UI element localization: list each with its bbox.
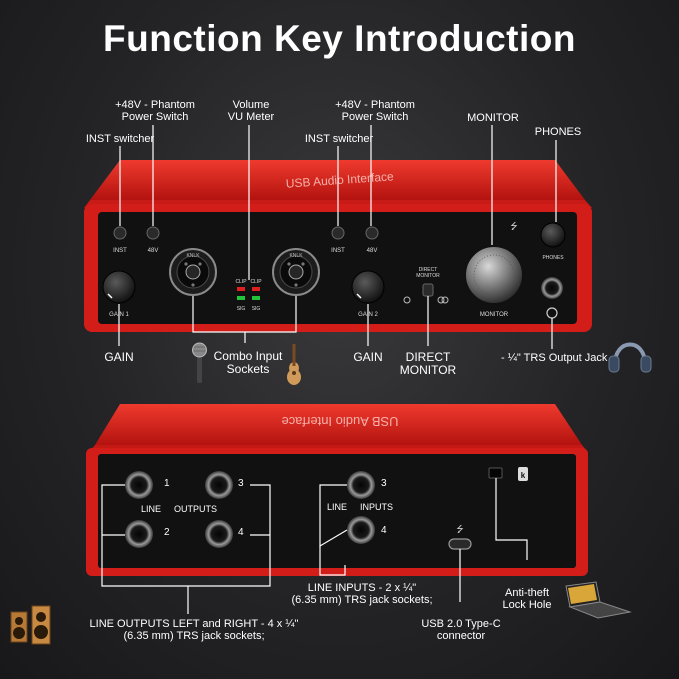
gain-knob-1 <box>102 270 136 304</box>
clip-led-2 <box>252 287 260 291</box>
lock-icon: k <box>518 467 528 481</box>
usb-port-icon: ⭍ <box>456 524 464 534</box>
callout-inst-switcher-2: INST switcher <box>304 133 374 145</box>
line-inputs-panel-1: LINE <box>327 502 347 512</box>
monitor-knob <box>464 245 524 305</box>
microphone-icon <box>192 342 207 383</box>
inst-button-2 <box>331 226 345 240</box>
lock-hole <box>488 467 503 479</box>
clip-label-1: CLIP <box>235 279 247 285</box>
phones-knob <box>540 222 566 248</box>
direct-monitor-button <box>422 283 434 297</box>
laptop-icon <box>565 581 632 619</box>
v48-label-1: 48V <box>148 248 159 254</box>
bottom-callout-lines <box>101 478 528 614</box>
combo-knk-1: KNLK <box>186 253 200 259</box>
callout-gain-2: GAIN <box>353 350 383 364</box>
direct-monitor-panel-label-1: DIRECT <box>419 267 438 273</box>
combo-knk-2: KNLK <box>289 253 303 259</box>
output-jack-4 <box>205 520 233 548</box>
headphones-icon <box>608 342 652 373</box>
monitor-panel-label: MONITOR <box>480 312 509 318</box>
direct-monitor-panel-label-2: MONITOR <box>416 273 440 279</box>
output-num-3: 3 <box>238 478 244 489</box>
callout-phantom-2: +48V - Phantom Power Switch <box>335 99 415 123</box>
callout-phantom-1: +48V - Phantom Power Switch <box>115 99 195 123</box>
usb-symbol-icon: ⭍ <box>510 221 518 231</box>
output-num-2: 2 <box>164 527 170 538</box>
inst-label-2: INST <box>331 248 345 254</box>
callout-combo-input: Combo Input Sockets <box>213 349 283 376</box>
output-jack-3 <box>205 471 233 499</box>
v48-button-1 <box>146 226 160 240</box>
bottom-interface-device: USB Audio Interface 1 2 3 4 LINE OUTPUTS… <box>86 404 588 576</box>
svg-text:k: k <box>521 471 526 480</box>
sig-led-2 <box>252 296 260 300</box>
v48-label-2: 48V <box>367 248 378 254</box>
sig-label-1: SIG <box>237 306 246 312</box>
top-interface-device: USB Audio Interface INST 48V INST 48V GA… <box>84 160 592 332</box>
v48-button-2 <box>365 226 379 240</box>
speakers-icon <box>10 605 51 645</box>
inst-label-1: INST <box>113 248 127 254</box>
output-jack-2 <box>125 520 153 548</box>
input-num-3: 3 <box>381 478 387 489</box>
combo-socket-1: KNLK <box>169 248 217 296</box>
input-jack-3 <box>347 471 375 499</box>
phones-jack <box>541 277 563 299</box>
clip-label-2: CLIP <box>250 279 262 285</box>
top-callout-lines <box>118 125 557 349</box>
guitar-icon <box>287 344 301 385</box>
callout-usb: USB 2.0 Type-C connector <box>421 618 501 642</box>
callout-anti-theft: Anti-theft Lock Hole <box>502 587 552 611</box>
output-num-1: 1 <box>164 478 170 489</box>
clip-led-1 <box>237 287 245 291</box>
usb-c-port <box>448 538 472 550</box>
inst-button-1 <box>113 226 127 240</box>
callout-direct-monitor: DIRECT MONITOR <box>399 350 457 377</box>
callout-monitor: MONITOR <box>467 112 519 124</box>
bottom-device-lid <box>95 404 582 445</box>
callout-trs-output: - ¼" TRS Output Jack <box>501 352 608 364</box>
output-num-4: 4 <box>238 527 244 538</box>
line-outputs-panel-1: LINE <box>141 504 161 514</box>
top-front-panel <box>98 212 577 324</box>
input-num-4: 4 <box>381 525 387 536</box>
combo-socket-2: KNLK <box>272 248 320 296</box>
callout-volume-meter: Volume VU Meter <box>227 99 275 123</box>
line-outputs-panel-2: OUTPUTS <box>174 504 217 514</box>
phones-panel-label: PHONES <box>542 255 564 261</box>
input-jack-4 <box>347 516 375 544</box>
output-jack-1 <box>125 471 153 499</box>
sig-label-2: SIG <box>252 306 261 312</box>
callout-line-inputs: LINE INPUTS - 2 x ¼" (6.35 mm) TRS jack … <box>291 582 433 606</box>
sig-led-1 <box>237 296 245 300</box>
line-inputs-panel-2: INPUTS <box>360 502 393 512</box>
callout-phones: PHONES <box>534 126 582 138</box>
page-title: Function Key Introduction <box>103 18 576 59</box>
callout-gain-1: GAIN <box>104 350 134 364</box>
callout-inst-switcher-1: INST switcher <box>85 133 155 145</box>
bottom-brand-text: USB Audio Interface <box>281 414 398 429</box>
callout-line-outputs: LINE OUTPUTS LEFT and RIGHT - 4 x ¼" (6.… <box>89 618 299 642</box>
gain-knob-2 <box>351 270 385 304</box>
